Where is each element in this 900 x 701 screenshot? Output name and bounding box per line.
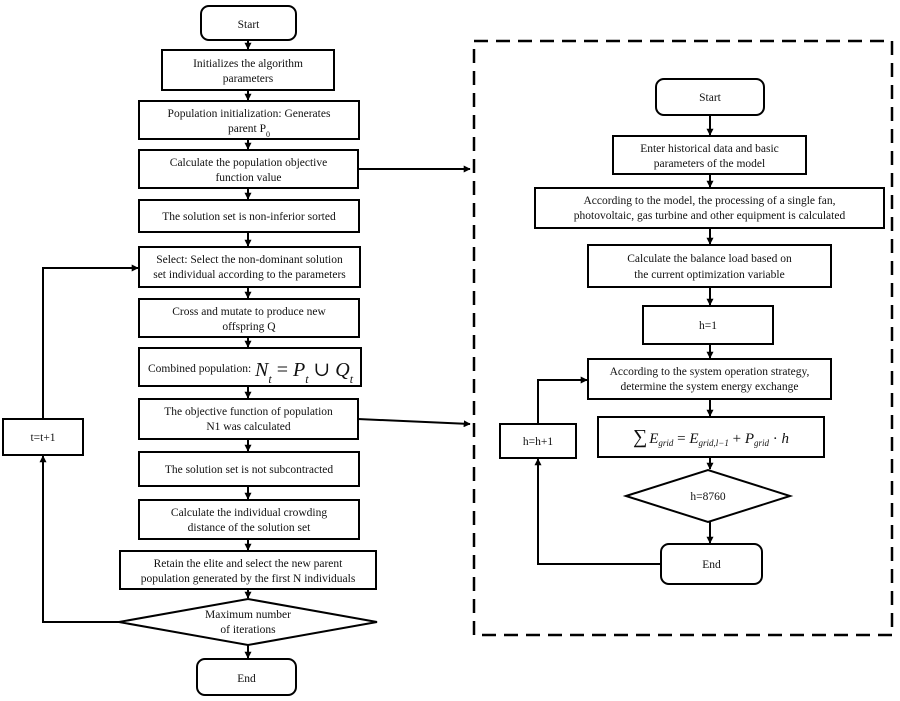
panel-connector-arrows <box>357 165 471 428</box>
h-increment-box: h=h+1 <box>499 423 577 459</box>
max-iterations-line2: of iterations <box>220 624 276 636</box>
crowding-distance-line1: Calculate the individual crowding <box>171 507 327 519</box>
population-init-box: Population initialization: Generates par… <box>138 100 360 140</box>
cross-mutate-box: Cross and mutate to produce new offsprin… <box>138 298 360 338</box>
cross-mutate-line1: Cross and mutate to produce new <box>172 306 326 318</box>
population-init-subscript: 0 <box>266 130 270 139</box>
hour-loop-arrows <box>534 376 661 565</box>
equipment-calc-line1: According to the model, the processing o… <box>584 195 836 207</box>
not-subcontracted-label: The solution set is not subcontracted <box>165 464 334 476</box>
objective-n1-box: The objective function of population N1 … <box>138 398 359 440</box>
left-end-label: End <box>237 673 256 685</box>
right-end-node: End <box>660 543 763 585</box>
counter-t-label: t=t+1 <box>30 432 55 444</box>
enter-data-line2: parameters of the model <box>654 158 765 170</box>
formula-sub-grid: grid <box>658 438 674 448</box>
formula-equals: = <box>272 359 293 381</box>
select-box: Select: Select the non-dominant solution… <box>138 246 361 288</box>
operation-strategy-line2: determine the system energy exchange <box>621 381 799 393</box>
formula-e: E <box>648 431 658 447</box>
formula-sum: ∑ <box>633 426 647 448</box>
energy-formula-box: ∑Egrid = Egrid,l−1 + Pgrid · h <box>597 416 825 458</box>
h-limit-label: h=8760 <box>690 491 725 503</box>
balance-load-line1: Calculate the balance load based on <box>627 253 792 265</box>
formula-plus: + <box>729 431 745 447</box>
h-increment-label: h=h+1 <box>523 436 553 448</box>
formula-h: h <box>782 431 790 447</box>
calc-objective-line2: function value <box>215 172 281 184</box>
calc-objective-box: Calculate the population objective funct… <box>138 149 359 189</box>
enter-data-line1: Enter historical data and basic <box>640 143 779 155</box>
population-init-line1: Population initialization: Generates <box>168 108 331 120</box>
right-start-label: Start <box>699 92 722 104</box>
crowding-distance-box: Calculate the individual crowding distan… <box>138 499 360 540</box>
non-inferior-sorted-label: The solution set is non-inferior sorted <box>162 211 336 223</box>
non-inferior-sorted-box: The solution set is non-inferior sorted <box>138 199 360 233</box>
formula-e2: E <box>688 431 698 447</box>
crowding-distance-line2: distance of the solution set <box>188 522 311 534</box>
left-end-node: End <box>196 658 297 696</box>
formula-sub-grid3: grid <box>754 438 770 448</box>
right-end-label: End <box>702 559 721 571</box>
operation-strategy-line1: According to the system operation strate… <box>610 366 810 378</box>
objective-n1-line1: The objective function of population <box>164 406 333 418</box>
combined-population-formula: Nt = Pt ∪ Qt <box>254 359 354 386</box>
formula-q: Q <box>335 359 350 381</box>
equipment-calc-line2: photovoltaic, gas turbine and other equi… <box>574 210 846 222</box>
formula-union: ∪ <box>309 359 336 381</box>
retain-elite-line1: Retain the elite and select the new pare… <box>154 558 344 570</box>
combined-population-box: Combined population: Nt = Pt ∪ Qt <box>138 347 362 387</box>
formula-p-grid: P <box>744 431 754 447</box>
combined-population-label: Combined population: <box>148 363 251 375</box>
right-start-node: Start <box>655 78 765 116</box>
enter-data-box: Enter historical data and basic paramete… <box>612 135 807 175</box>
h-limit-decision: h=8760 <box>622 468 794 524</box>
max-iterations-decision: Maximum number of iterations <box>118 597 378 647</box>
h-init-box: h=1 <box>642 305 774 345</box>
select-line1: Select: Select the non-dominant solution <box>156 254 343 266</box>
iteration-loop-arrows <box>39 264 139 623</box>
formula-p: P <box>292 359 305 381</box>
calc-objective-line1: Calculate the population objective <box>170 157 327 169</box>
equipment-calc-box: According to the model, the processing o… <box>534 187 885 229</box>
formula-sub-t2: t <box>305 372 309 386</box>
select-line2: set individual according to the paramete… <box>153 269 346 281</box>
formula-sub-grid-prev: grid,l−1 <box>699 438 729 448</box>
not-subcontracted-box: The solution set is not subcontracted <box>138 451 360 487</box>
objective-n1-line2: N1 was calculated <box>206 421 291 433</box>
population-init-text: parent P <box>228 123 266 135</box>
population-init-line2: parent P0 <box>228 123 270 139</box>
cross-mutate-line2: offspring Q <box>222 321 276 333</box>
fitness-subprocess-panel <box>472 39 894 637</box>
formula-sub-t3: t <box>350 372 354 386</box>
max-iterations-line1: Maximum number <box>205 609 291 621</box>
formula-sub-t1: t <box>268 372 272 386</box>
balance-load-box: Calculate the balance load based on the … <box>587 244 832 288</box>
init-params-box: Initializes the algorithm parameters <box>161 49 335 91</box>
retain-elite-line2: population generated by the first N indi… <box>141 573 356 585</box>
init-params-line1: Initializes the algorithm <box>193 58 303 70</box>
retain-elite-box: Retain the elite and select the new pare… <box>119 550 377 590</box>
energy-formula: ∑Egrid = Egrid,l−1 + Pgrid · h <box>633 426 789 448</box>
balance-load-line2: the current optimization variable <box>634 269 784 281</box>
operation-strategy-box: According to the system operation strate… <box>587 358 832 400</box>
left-start-label: Start <box>238 19 261 31</box>
left-start-node: Start <box>200 5 297 41</box>
init-params-line2: parameters <box>223 73 274 85</box>
formula-eq: = <box>673 431 689 447</box>
counter-t-box: t=t+1 <box>2 418 84 456</box>
formula-dot: · <box>769 431 782 447</box>
h-init-label: h=1 <box>699 320 717 332</box>
formula-n: N <box>254 359 270 381</box>
